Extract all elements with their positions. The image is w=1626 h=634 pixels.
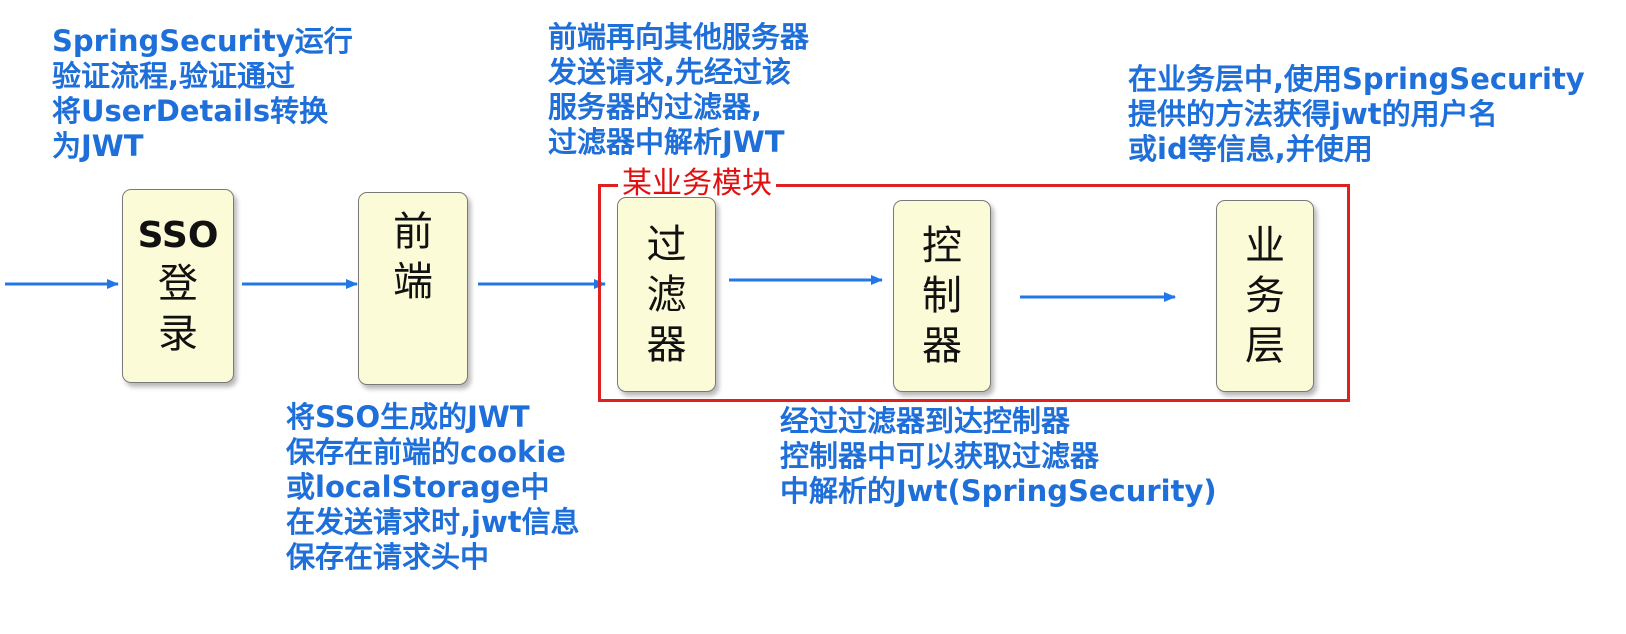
note-line: SpringSecurity运行 [52, 24, 353, 58]
note-frontend-storage: 将SSO生成的JWT 保存在前端的cookie 或localStorage中 在… [286, 400, 580, 575]
business-module-frame [598, 184, 1350, 402]
sso-login-box: SSO 登 录 [122, 189, 234, 383]
controller-box-char-1: 控 [922, 223, 962, 269]
sso-box-char-1: SSO [137, 215, 219, 256]
note-line: 发送请求,先经过该 [548, 55, 792, 89]
note-line: 保存在请求头中 [286, 540, 490, 574]
sso-box-char-2: 登 [158, 261, 198, 307]
controller-box-char-2: 制 [922, 273, 962, 319]
note-controller: 经过过滤器到达控制器 控制器中可以获取过滤器 中解析的Jwt(SpringSec… [780, 404, 1217, 509]
note-sso-flow: SpringSecurity运行 验证流程,验证通过 将UserDetails转… [52, 24, 353, 164]
note-line: 或localStorage中 [286, 470, 550, 504]
frontend-box-char-1: 前 [393, 209, 433, 255]
note-line: 前端再向其他服务器 [548, 20, 810, 54]
note-frontend-request: 前端再向其他服务器 发送请求,先经过该 服务器的过滤器, 过滤器中解析JWT [548, 20, 809, 160]
note-line: 在发送请求时,jwt信息 [286, 505, 580, 539]
note-line: 为JWT [52, 129, 144, 163]
controller-box: 控 制 器 [893, 200, 991, 392]
sso-box-char-3: 录 [158, 311, 198, 357]
frontend-box-char-2: 端 [393, 259, 433, 305]
note-line: 保存在前端的cookie [286, 435, 566, 469]
note-line: 过滤器中解析JWT [548, 125, 785, 159]
filter-box: 过 滤 器 [617, 197, 716, 392]
note-line: 服务器的过滤器, [548, 90, 763, 124]
service-box-char-1: 业 [1245, 223, 1285, 269]
filter-box-char-3: 器 [646, 321, 687, 368]
note-service-layer: 在业务层中,使用SpringSecurity 提供的方法获得jwt的用户名 或i… [1128, 62, 1585, 167]
frontend-box: 前 端 [358, 192, 468, 385]
note-line: 中解析的Jwt(SpringSecurity) [780, 474, 1217, 508]
note-line: 验证流程,验证通过 [52, 59, 296, 93]
business-module-label: 某业务模块 [618, 166, 776, 202]
note-line: 控制器中可以获取过滤器 [780, 439, 1100, 473]
note-line: 经过过滤器到达控制器 [780, 404, 1071, 438]
note-line: 在业务层中,使用SpringSecurity [1128, 62, 1585, 96]
controller-box-char-3: 器 [922, 323, 962, 369]
service-box-char-3: 层 [1245, 323, 1285, 369]
filter-box-char-2: 滤 [646, 271, 687, 318]
service-box-char-2: 务 [1245, 273, 1285, 319]
note-line: 将UserDetails转换 [52, 94, 329, 128]
filter-box-char-1: 过 [646, 221, 687, 268]
service-layer-box: 业 务 层 [1216, 200, 1314, 392]
note-line: 将SSO生成的JWT [286, 400, 530, 434]
note-line: 或id等信息,并使用 [1128, 132, 1373, 166]
note-line: 提供的方法获得jwt的用户名 [1128, 97, 1498, 131]
